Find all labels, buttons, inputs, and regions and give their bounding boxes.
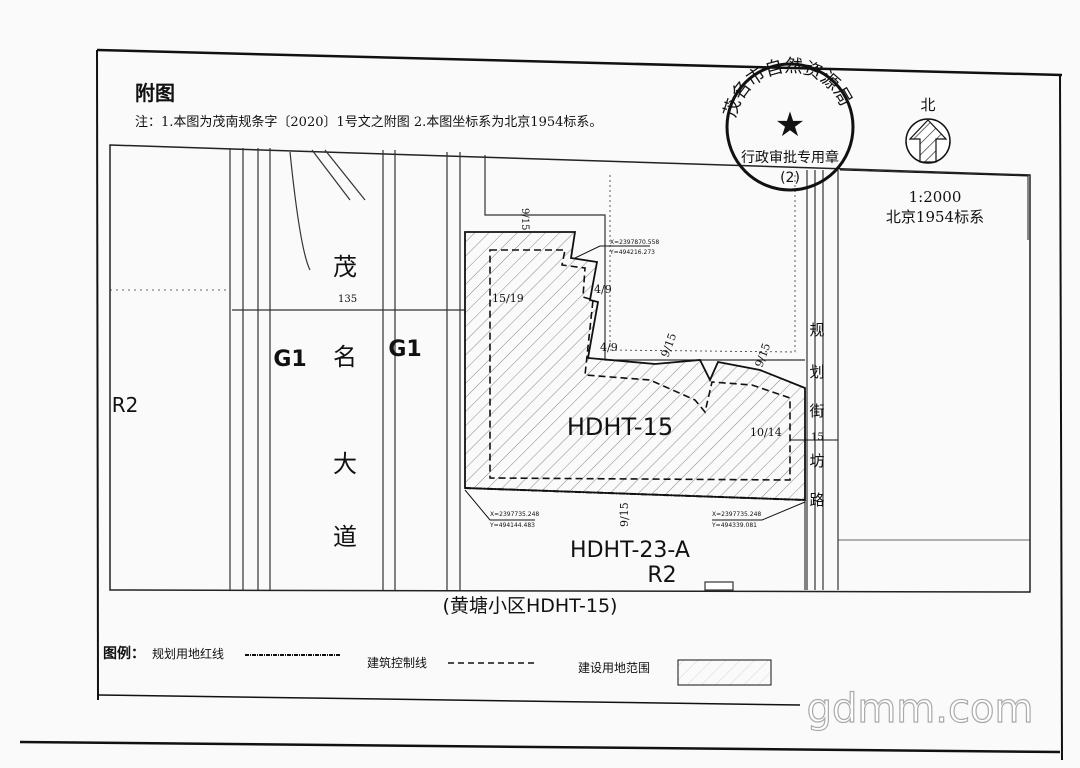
dim-step1: 4/9: [594, 283, 612, 296]
svg-text:道: 道: [333, 523, 357, 551]
legend: 图例： 规划用地红线 建筑控制线 建设用地范围: [103, 645, 772, 686]
legend-red-line-label: 规划用地红线: [152, 646, 224, 661]
svg-text:路: 路: [809, 491, 824, 509]
dim-east: 10/14: [750, 426, 782, 439]
seal-star-icon: ★: [775, 105, 805, 145]
parcel-hdht-15[interactable]: [464, 231, 806, 501]
road-lines: [110, 148, 1030, 591]
svg-text:X=2397870.558: X=2397870.558: [610, 239, 659, 246]
svg-text:大: 大: [333, 450, 357, 478]
road-main-label: 茂 名 大 道: [333, 253, 357, 551]
dim-west: 15/19: [492, 292, 524, 305]
map-frame: [109, 144, 1031, 593]
g1-right-label: G1: [388, 337, 421, 362]
svg-text:茂: 茂: [333, 253, 357, 281]
seal-number: (2): [780, 170, 800, 186]
legend-site-area-label: 建设用地范围: [578, 661, 650, 675]
map-caption: (黄塘小区HDHT-15): [443, 595, 618, 617]
dim-step2: 4/9: [600, 341, 618, 354]
parcel-south-use: R2: [647, 563, 676, 588]
svg-text:名: 名: [333, 343, 357, 371]
dim-north1: 9/15: [659, 331, 680, 359]
scale-box: [839, 169, 1029, 240]
svg-text:规: 规: [809, 321, 824, 339]
dim-road-width: 135: [338, 294, 357, 305]
north-arrow-icon: [905, 118, 951, 164]
svg-text:图例：: 图例：: [103, 645, 145, 662]
legend-building-line-label: 建筑控制线: [367, 655, 427, 670]
parcel-label: HDHT-15: [567, 413, 673, 441]
svg-text:街: 街: [809, 402, 824, 420]
seal-center-text: 行政审批专用章: [741, 149, 839, 166]
road-side-label: 规 划 街 坊 路: [809, 321, 824, 509]
legend-site-area-swatch: [677, 659, 772, 686]
page-frame: [19, 48, 1063, 761]
coordinate-leaders: [464, 245, 838, 521]
map-title: 附图: [135, 81, 175, 105]
g1-left-label: G1: [273, 347, 306, 372]
official-seal: 茂名市自然资源局 ★ 行政审批专用章 (2): [720, 56, 856, 192]
svg-text:划: 划: [809, 363, 824, 381]
svg-text:X=2397735.248: X=2397735.248: [712, 511, 761, 518]
dim-north2: 9/15: [753, 341, 774, 369]
coord-system-text: 北京1954标系: [886, 208, 984, 226]
svg-text:Y=494339.081: Y=494339.081: [711, 522, 757, 529]
map-note: 注：1.本图为茂南规条字〔2020〕1号文之附图 2.本图坐标系为北京1954标…: [135, 114, 602, 130]
svg-text:Y=494216.273: Y=494216.273: [609, 249, 655, 256]
parcel-south-label: HDHT-23-A: [570, 538, 690, 563]
north-label: 北: [920, 96, 935, 114]
watermark: gdmm.com: [807, 686, 1034, 732]
svg-text:坊: 坊: [809, 452, 824, 470]
svg-text:Y=494144.483: Y=494144.483: [489, 522, 535, 529]
dim-south: 9/15: [618, 502, 631, 527]
dim-east-road: 15: [811, 432, 824, 443]
scale-text: 1:2000: [909, 188, 962, 206]
dim-top: 9/15: [519, 208, 530, 230]
r2-left-label: R2: [112, 393, 139, 417]
svg-text:X=2397735.248: X=2397735.248: [490, 511, 539, 518]
